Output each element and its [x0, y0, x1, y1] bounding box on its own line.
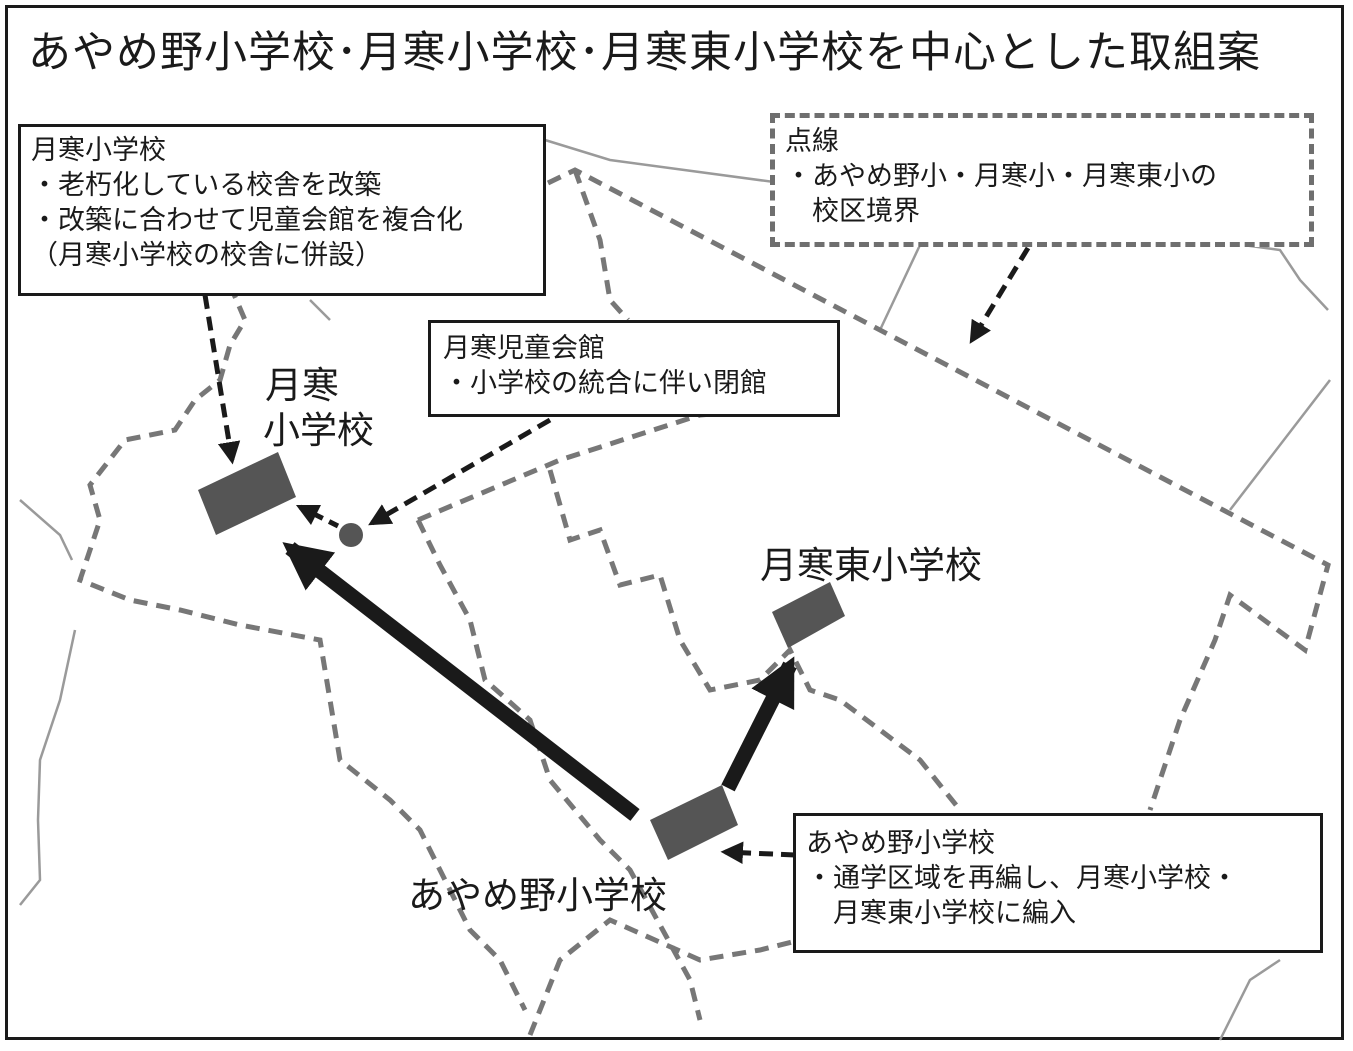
legend-line: 校区境界: [785, 196, 920, 227]
callout-heading: 月寒児童会館: [443, 333, 605, 364]
ayameno-label: あやめ野小学校: [408, 874, 667, 917]
tsukisamu-callout: 月寒小学校 ・老朽化している校舎を改築 ・改築に合わせて児童会館を複合化 （月寒…: [18, 124, 546, 296]
tsukisamu-childrens-hall-marker: [339, 523, 363, 547]
school-markers: [198, 452, 845, 860]
tsukisamu-higashi-school-marker: [772, 582, 845, 648]
callout-line: （月寒小学校の校舎に併設）: [31, 240, 382, 271]
road-line: [1218, 958, 1281, 1041]
legend-box: 点線 ・あやめ野小・月寒小・月寒東小の 校区境界: [770, 113, 1314, 247]
ayameno-school-marker: [650, 785, 738, 860]
boundary-line: [547, 469, 962, 812]
tsukisamu-callout-arrow: [202, 294, 241, 465]
page-title: あやめ野小学校･月寒小学校･月寒東小学校を中心とした取組案: [28, 28, 1261, 78]
boundary-line: [572, 169, 630, 322]
tsukisamu-school-marker: [198, 452, 296, 535]
road-line: [309, 299, 331, 321]
callout-line: ・小学校の統合に伴い閉館: [443, 368, 767, 399]
tsukisamu-label-line1: 月寒: [265, 364, 339, 407]
callout-heading: 月寒小学校: [31, 135, 166, 166]
road-line: [1229, 379, 1331, 511]
road-line: [19, 629, 77, 906]
ayameno-callout: あやめ野小学校 ・通学区域を再編し、月寒小学校・ 月寒東小学校に編入: [793, 813, 1323, 953]
tsukisamu-higashi-label: 月寒東小学校: [760, 544, 982, 587]
boundary-line: [415, 518, 703, 1021]
boundary-line: [527, 917, 801, 1036]
road-line: [19, 499, 74, 561]
childrens-hall-callout: 月寒児童会館 ・小学校の統合に伴い閉館: [428, 320, 840, 417]
map-frame: [5, 5, 1344, 1040]
callout-line: 月寒東小学校に編入: [806, 898, 1076, 929]
tsukisamu-label-line2: 小学校: [263, 409, 374, 452]
legend-arrow: [969, 246, 1031, 344]
hall-callout-arrow: [368, 417, 552, 526]
ayameno-to-tsukisamu-higashi-arrow: [721, 656, 797, 792]
boundary-line: [76, 284, 528, 1012]
road-line: [544, 138, 1329, 311]
boundary-line: [546, 167, 1331, 811]
arrows: [202, 246, 1031, 865]
hall-to-school-arrow: [295, 504, 340, 529]
callout-line: ・通学区域を再編し、月寒小学校・: [806, 863, 1238, 894]
callout-line: ・改築に合わせて児童会館を複合化: [31, 205, 463, 236]
callout-heading: あやめ野小学校: [806, 828, 995, 859]
legend-line: ・あやめ野小・月寒小・月寒東小の: [785, 161, 1217, 192]
legend-heading: 点線: [785, 126, 839, 157]
ayameno-callout-arrow: [720, 841, 796, 865]
road-lines: [19, 138, 1331, 1041]
road-line: [878, 244, 922, 331]
callout-line: ・老朽化している校舎を改築: [31, 170, 382, 201]
ayameno-to-tsukisamu-arrow: [282, 542, 640, 821]
